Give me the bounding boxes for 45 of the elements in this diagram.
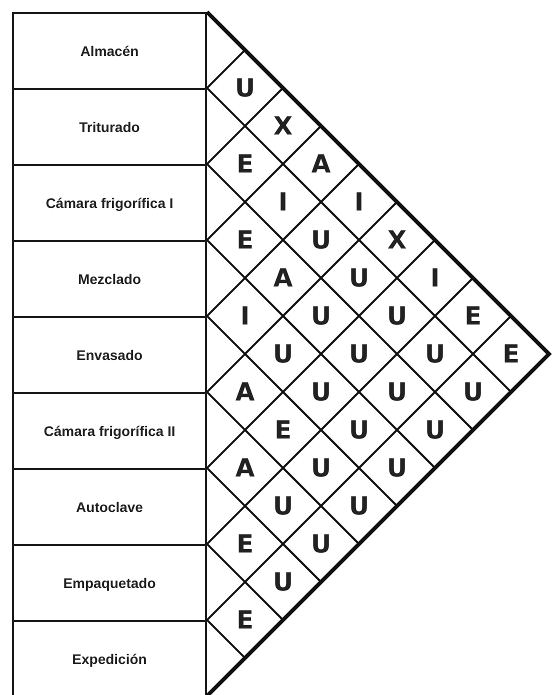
department-name: Cámara frigorífica II [42, 423, 176, 439]
relationship-code: E [236, 228, 254, 252]
relationship-code: X [273, 114, 293, 138]
relationship-code: U [386, 304, 408, 328]
relationship-code: A [235, 456, 255, 480]
department-name: Triturado [78, 119, 141, 135]
relationship-code: U [348, 266, 370, 290]
relationship-code: U [310, 456, 332, 480]
department-name: Envasado [75, 347, 144, 363]
relationship-code: U [234, 76, 256, 100]
relationship-code: E [236, 532, 254, 556]
relationship-code: U [386, 456, 408, 480]
relationship-code: U [386, 380, 408, 404]
relationship-code: U [348, 418, 370, 442]
relationship-code: U [272, 494, 294, 518]
department-name: Mezclado [76, 271, 142, 287]
relationship-code: X [387, 228, 407, 252]
relationship-code: E [274, 418, 292, 442]
relationship-code: U [310, 532, 332, 556]
relationship-code: E [236, 608, 254, 632]
relationship-code: U [424, 342, 446, 366]
relationship-code: E [236, 152, 254, 176]
relationship-code: U [348, 342, 370, 366]
relationship-code: U [310, 380, 332, 404]
department-name: Autoclave [75, 499, 144, 515]
department-name: Almacén [79, 43, 140, 59]
relationship-code: U [424, 418, 446, 442]
relationship-code: I [354, 190, 364, 214]
department-name: Empaquetado [62, 575, 157, 591]
relationship-code: U [310, 304, 332, 328]
relationship-code: E [502, 342, 520, 366]
relationship-code: I [430, 266, 440, 290]
department-name: Cámara frigorífica I [44, 195, 174, 211]
relationship-code: A [273, 266, 293, 290]
relationship-code: I [278, 190, 288, 214]
relationship-code: U [310, 228, 332, 252]
department-name: Expedición [71, 651, 148, 667]
relationship-code: A [311, 152, 331, 176]
relationship-code: U [462, 380, 484, 404]
relationship-code: E [464, 304, 482, 328]
relationship-code: U [348, 494, 370, 518]
relationship-code: I [240, 304, 250, 328]
relationship-code: U [272, 570, 294, 594]
relationship-code: A [235, 380, 255, 404]
relationship-code: U [272, 342, 294, 366]
